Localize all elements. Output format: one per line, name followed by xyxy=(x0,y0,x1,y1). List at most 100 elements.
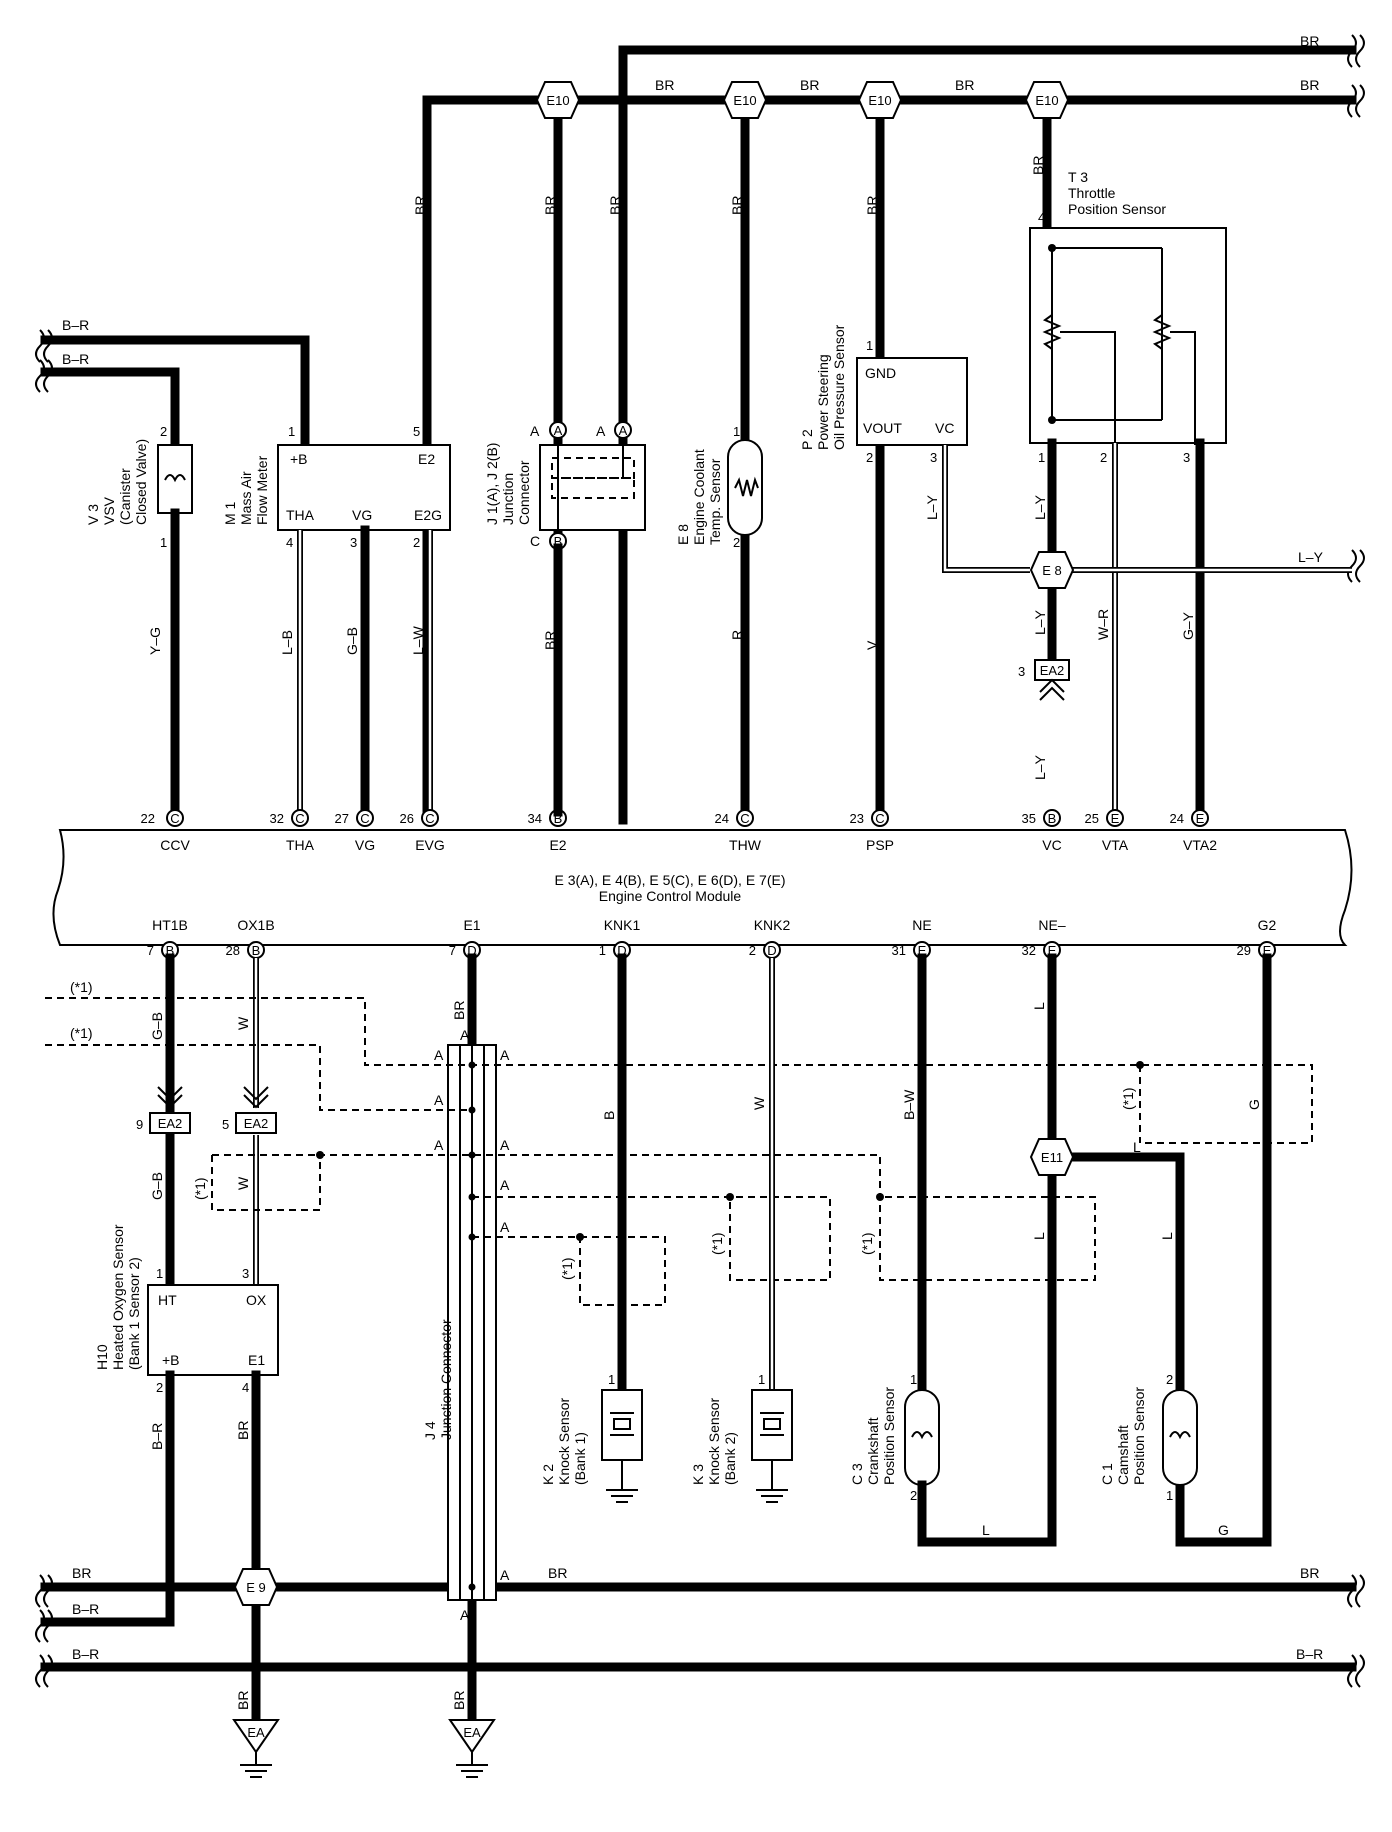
svg-text:E: E xyxy=(1048,943,1057,958)
svg-text:Engine Coolant: Engine Coolant xyxy=(691,449,707,545)
svg-text:Position Sensor: Position Sensor xyxy=(1131,1387,1147,1485)
svg-text:31: 31 xyxy=(892,943,906,958)
svg-text:D: D xyxy=(617,943,626,958)
svg-text:J 4: J 4 xyxy=(422,1421,438,1440)
svg-text:1: 1 xyxy=(866,338,873,353)
svg-text:VOUT: VOUT xyxy=(863,420,902,436)
svg-text:G–B: G–B xyxy=(344,627,360,655)
svg-text:OX1B: OX1B xyxy=(237,917,274,933)
svg-text:1: 1 xyxy=(733,424,740,439)
svg-text:2: 2 xyxy=(866,450,873,465)
shield-lines: (*1) (*1) (*1) (*1) (*1) (*1) (*1) xyxy=(45,979,1313,1306)
svg-text:D: D xyxy=(467,943,476,958)
svg-text:G–B: G–B xyxy=(149,1172,165,1200)
svg-text:7: 7 xyxy=(449,943,456,958)
svg-text:C: C xyxy=(425,811,434,826)
svg-text:(*1): (*1) xyxy=(859,1232,875,1255)
svg-text:1: 1 xyxy=(1166,1488,1173,1503)
svg-text:VC: VC xyxy=(1042,837,1061,853)
svg-text:24: 24 xyxy=(1170,811,1184,826)
svg-text:EA2: EA2 xyxy=(158,1116,183,1131)
splice-e8-group: L–Y E 8 L–Y EA2 3 L–Y xyxy=(1018,549,1352,780)
svg-text:E10: E10 xyxy=(1035,93,1058,108)
svg-text:A: A xyxy=(500,1047,510,1063)
svg-text:22: 22 xyxy=(141,811,155,826)
svg-text:M 1: M 1 xyxy=(222,501,238,525)
svg-text:BR: BR xyxy=(412,196,428,215)
wire-label-br: BR xyxy=(800,77,819,93)
svg-text:NE: NE xyxy=(912,917,931,933)
svg-text:E1: E1 xyxy=(463,917,480,933)
svg-text:L: L xyxy=(982,1522,990,1538)
svg-text:3: 3 xyxy=(930,450,937,465)
junction-connector-j4: BR A A A A A A A A A A J 4 Junction Conn… xyxy=(422,953,510,1623)
svg-text:VSV: VSV xyxy=(101,496,117,525)
svg-text:BR: BR xyxy=(864,196,880,215)
svg-text:A: A xyxy=(434,1137,444,1153)
svg-text:E10: E10 xyxy=(546,93,569,108)
vsv-v3: B–R B–R 2 1 V 3 VSV (Canister Closed Val… xyxy=(40,317,310,825)
svg-text:L–B: L–B xyxy=(279,630,295,655)
svg-text:D: D xyxy=(767,943,776,958)
svg-text:G: G xyxy=(1218,1522,1229,1538)
svg-text:B–R: B–R xyxy=(72,1646,99,1662)
svg-text:E 8: E 8 xyxy=(675,524,691,545)
svg-text:Closed Valve): Closed Valve) xyxy=(133,439,149,525)
svg-text:G–B: G–B xyxy=(149,1012,165,1040)
svg-text:E2: E2 xyxy=(549,837,566,853)
svg-text:Temp. Sensor: Temp. Sensor xyxy=(707,458,723,545)
svg-text:EA: EA xyxy=(247,1725,265,1740)
svg-text:3: 3 xyxy=(350,535,357,550)
svg-text:1: 1 xyxy=(599,943,606,958)
svg-text:BR: BR xyxy=(451,1691,467,1710)
svg-text:THW: THW xyxy=(729,837,762,853)
svg-text:C: C xyxy=(530,533,540,549)
svg-text:25: 25 xyxy=(1085,811,1099,826)
wire-label-br: BR xyxy=(1300,33,1319,49)
svg-text:BR: BR xyxy=(72,1565,91,1581)
svg-text:L: L xyxy=(1159,1232,1175,1240)
svg-text:Knock Sensor: Knock Sensor xyxy=(556,1398,572,1485)
splice-e10: E10 xyxy=(535,81,581,119)
svg-text:(Bank 1): (Bank 1) xyxy=(572,1432,588,1485)
svg-text:29: 29 xyxy=(1237,943,1251,958)
svg-text:Knock Sensor: Knock Sensor xyxy=(706,1398,722,1485)
svg-text:KNK1: KNK1 xyxy=(604,917,641,933)
svg-text:2: 2 xyxy=(160,424,167,439)
svg-text:G: G xyxy=(1246,1099,1262,1110)
svg-text:Connector: Connector xyxy=(516,460,532,525)
svg-text:BR: BR xyxy=(542,196,558,215)
svg-text:L–Y: L–Y xyxy=(1298,549,1324,565)
maf-m1: +B E2 THA VG E2G 1 5 4 3 2 M 1 Mass Air … xyxy=(222,424,451,823)
svg-text:(Bank 1 Sensor 2): (Bank 1 Sensor 2) xyxy=(126,1257,142,1370)
camshaft-sensor-c1: G G 2 1 C 1 Camshaft Position Sensor xyxy=(1099,953,1272,1547)
svg-text:A: A xyxy=(460,1027,470,1043)
ground-ea-right: BR EA xyxy=(448,1595,496,1778)
svg-text:9: 9 xyxy=(136,1117,143,1132)
svg-text:A: A xyxy=(434,1092,444,1108)
svg-text:W: W xyxy=(235,1016,251,1030)
splice-e10-group: E10 E10 E10 E10 xyxy=(535,81,1070,119)
vertical-br-labels: BR BR BR BR BR BR xyxy=(412,156,1046,215)
svg-text:1: 1 xyxy=(288,424,295,439)
svg-text:26: 26 xyxy=(400,811,414,826)
svg-text:1: 1 xyxy=(910,1372,917,1387)
svg-text:VG: VG xyxy=(352,507,372,523)
svg-text:B: B xyxy=(554,811,563,826)
svg-text:+B: +B xyxy=(162,1352,180,1368)
svg-text:BR: BR xyxy=(548,1565,567,1581)
br-bus-bottom: BR B–R B–R BR BR B–R E 9 xyxy=(40,1565,1357,1672)
svg-text:(*1): (*1) xyxy=(1120,1087,1136,1110)
knock-sensor-k3: W 1 K 3 Knock Sensor (Bank 2) xyxy=(690,958,793,1503)
svg-text:(*1): (*1) xyxy=(70,1025,93,1041)
splice-e11 xyxy=(1029,1138,1075,1176)
svg-text:BR: BR xyxy=(729,196,745,215)
svg-text:E: E xyxy=(918,943,927,958)
splice-e10: E10 xyxy=(857,81,903,119)
svg-text:VTA2: VTA2 xyxy=(1183,837,1217,853)
svg-text:A: A xyxy=(530,423,540,439)
svg-text:BR: BR xyxy=(451,1001,467,1020)
svg-text:W: W xyxy=(751,1096,767,1110)
